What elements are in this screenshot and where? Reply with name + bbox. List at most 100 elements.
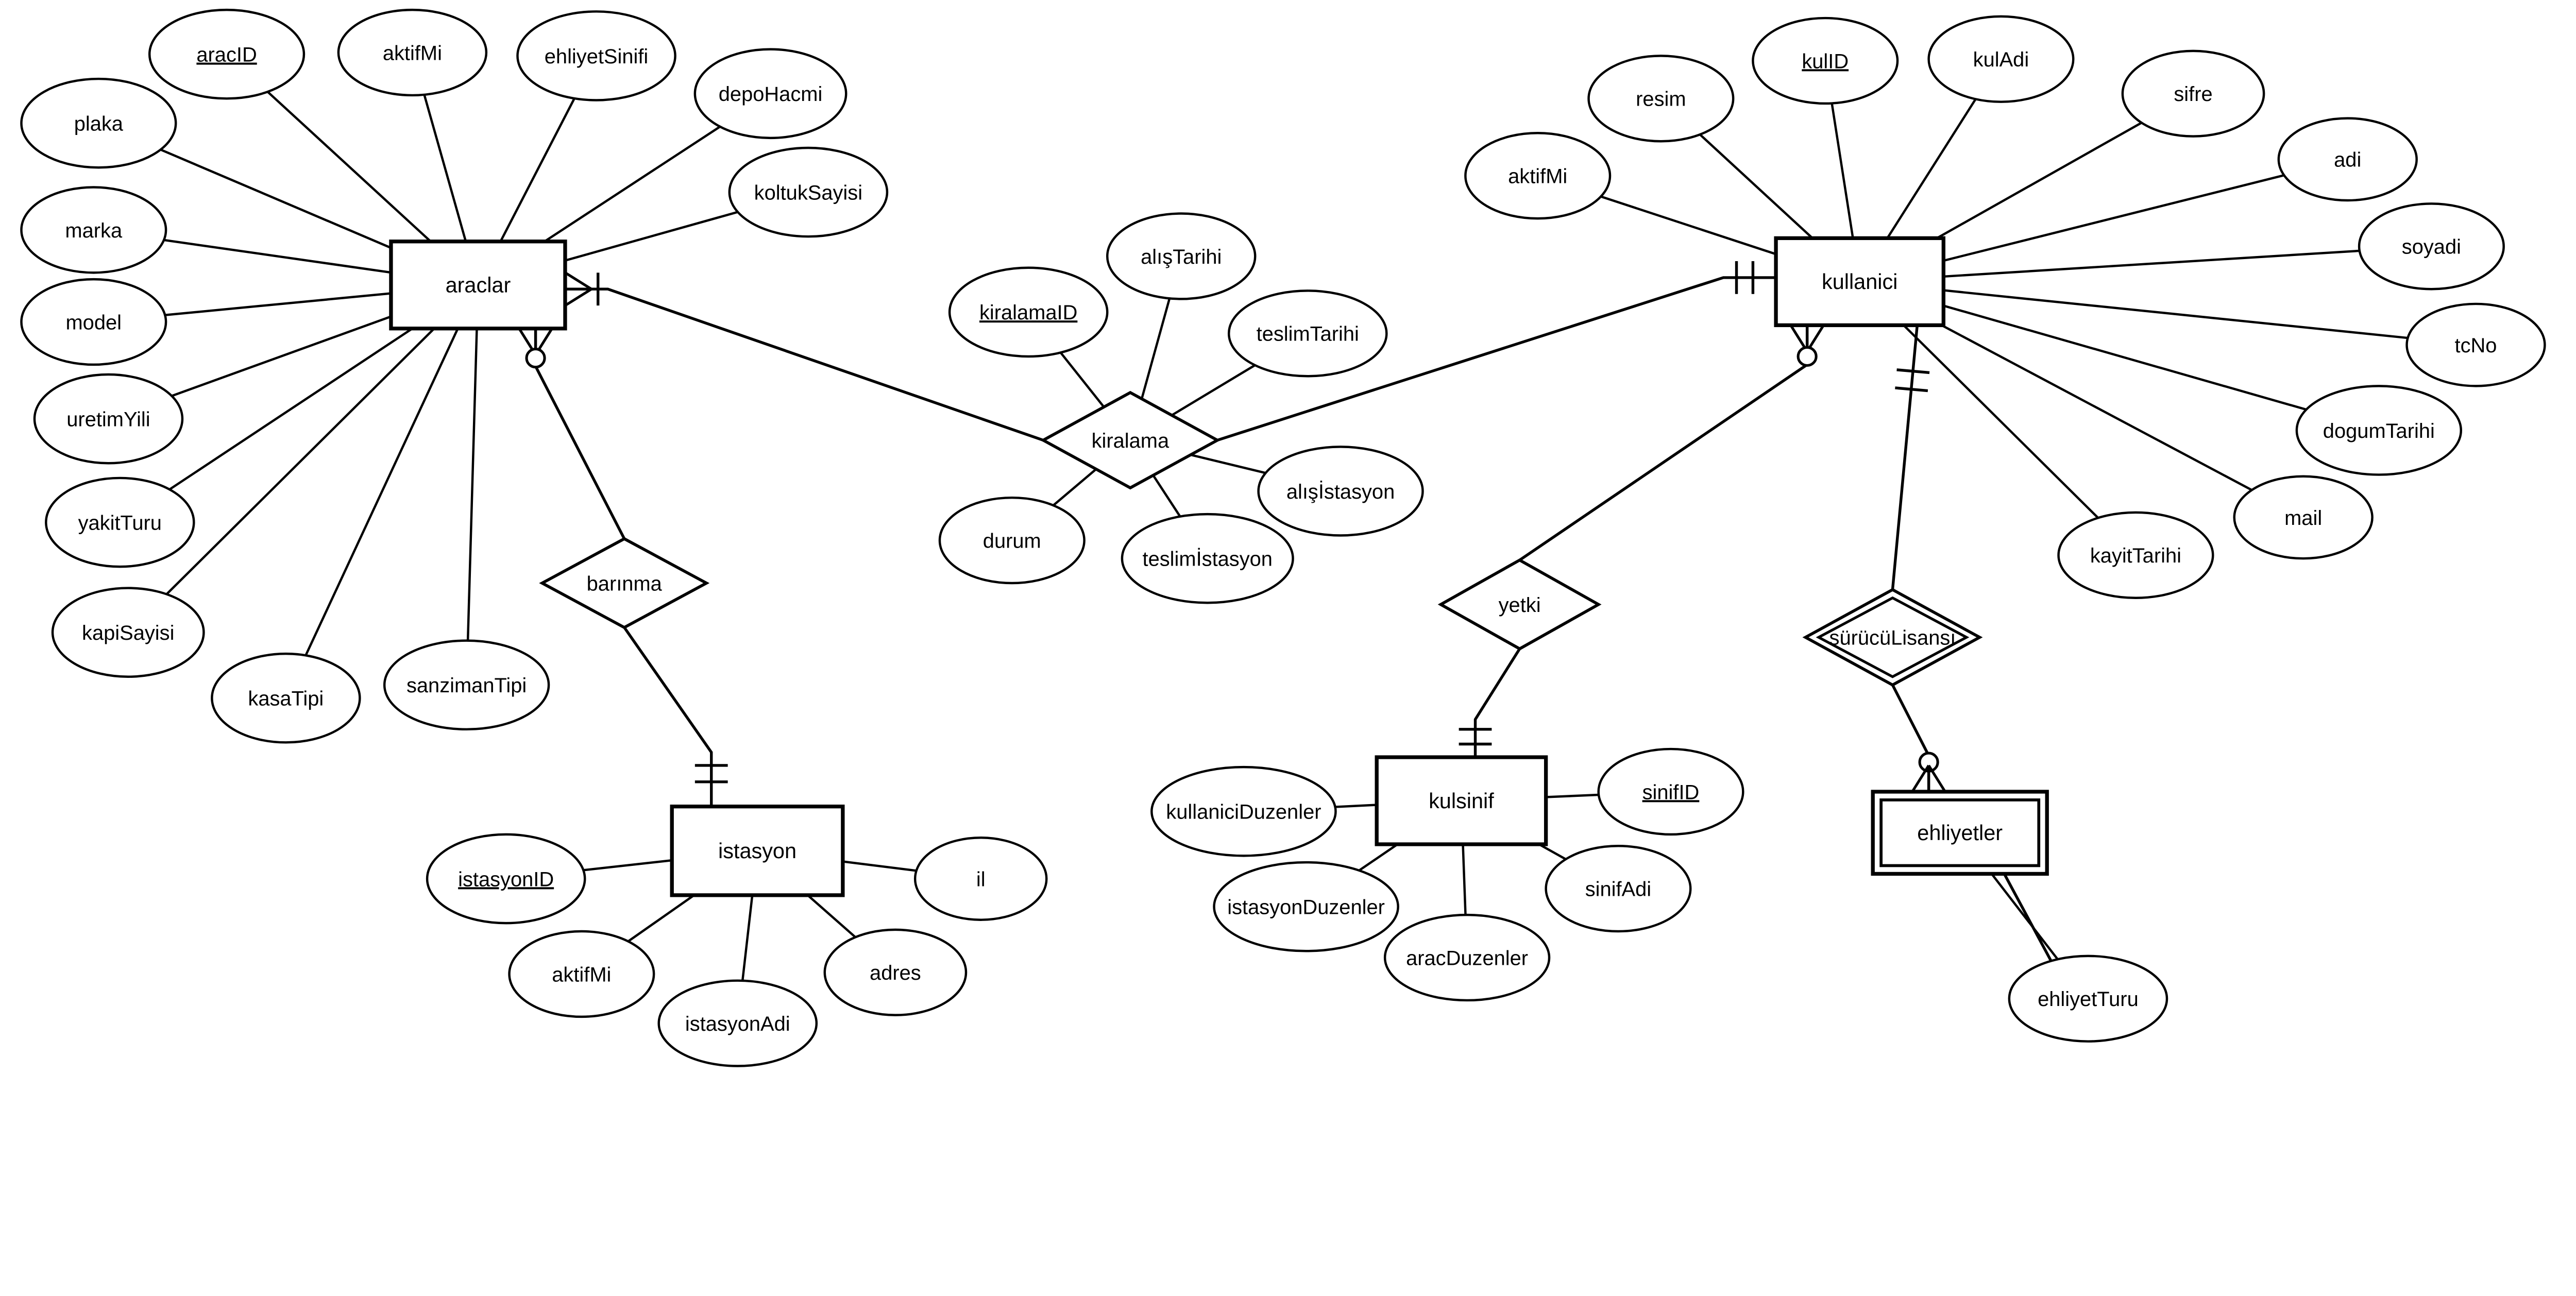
- relationship-yetki: yetki: [1437, 558, 1602, 651]
- attribute-ellipse: [2277, 117, 2418, 202]
- attribute-ellipse: [426, 833, 586, 925]
- crow-prong: [1911, 764, 1930, 793]
- relationship-label: sürücüLisansı: [1829, 627, 1956, 650]
- attribute-istasyonDuzenler: istasyonDuzenler: [1213, 861, 1399, 952]
- attribute-soyadi: soyadi: [2358, 202, 2505, 291]
- entity-label: kullanici: [1822, 269, 1897, 294]
- attribute-label: aktifMi: [383, 42, 442, 64]
- attribute-istasyonAdi: istasyonAdi: [657, 979, 818, 1067]
- connector-araclar-kapiSayisi: [127, 284, 479, 634]
- attribute-ellipse: [1106, 212, 1257, 300]
- attribute-ellipse: [20, 77, 177, 169]
- attribute-label-primary-key: aracID: [196, 44, 257, 66]
- crow-prong: [564, 271, 592, 291]
- attribute-ellipse: [1545, 844, 1692, 933]
- attribute-ellipse: [2233, 475, 2374, 560]
- attribute-ellipse: [20, 278, 167, 366]
- attribute-kasaTipi: kasaTipi: [211, 652, 361, 744]
- attribute-ellipse: [1383, 913, 1551, 1002]
- cardinality-crow-suruculisansi-ehliyetler: [1911, 764, 1946, 793]
- attribute-label: marka: [65, 219, 123, 242]
- attribute-ellipse: [2295, 385, 2463, 476]
- attribute-tcNo: tcNo: [2405, 302, 2546, 387]
- attribute-label: ehliyetTuru: [2038, 988, 2139, 1011]
- relationship-diamond: [1802, 588, 1983, 687]
- attribute-label: model: [66, 311, 122, 334]
- attribute-durum: durum: [938, 496, 1086, 585]
- attribute-label: dogumTarihi: [2323, 420, 2435, 442]
- entity-label: ehliyetler: [1917, 821, 2003, 845]
- attribute-ellipse: [1121, 513, 1294, 604]
- attribute-ellipse: [45, 476, 195, 568]
- attribute-label: yakitTuru: [78, 511, 162, 534]
- attribute-ellipse: [148, 8, 306, 100]
- edge-yetki-kulsinif: [1473, 648, 1521, 758]
- edge-barinma-istasyon: [623, 626, 713, 807]
- attribute-label: uretimYili: [66, 408, 150, 431]
- attribute-ellipse: [1257, 446, 1424, 537]
- er-diagram-canvas: kiralamabarınmayetkisürücüLisansıaraclar…: [20, 8, 2546, 1067]
- relationship-suruculisansi: sürücüLisansı: [1802, 588, 1983, 687]
- attribute-depoHacmi: depoHacmi: [693, 48, 848, 140]
- attribute-label: aktifMi: [552, 963, 611, 986]
- attribute-ellipse: [20, 186, 167, 274]
- attribute-ellipse: [2008, 954, 2168, 1043]
- attribute-label: soyadi: [2402, 236, 2461, 259]
- crow-prong: [564, 288, 592, 307]
- attribute-kulAdi: kulAdi: [1927, 15, 2075, 103]
- attribute-ellipse: [337, 8, 488, 97]
- attribute-ellipse: [938, 496, 1086, 585]
- attribute-label: teslimİstasyon: [1143, 548, 1273, 571]
- attribute-uretimYili: uretimYili: [33, 373, 184, 465]
- attribute-label: istasyonAdi: [685, 1013, 790, 1035]
- attribute-ellipse: [508, 930, 655, 1018]
- entity-label: araclar: [446, 273, 511, 297]
- attribute-label: adres: [870, 962, 921, 984]
- attribute-label: istasyonDuzenler: [1227, 896, 1385, 919]
- attribute-label-primary-key: kulID: [1802, 50, 1849, 73]
- relationship-diamond: [539, 537, 710, 629]
- attribute-label-primary-key: sinifID: [1642, 781, 1700, 804]
- relationship-diamond: [1437, 558, 1602, 651]
- connector-kullanici-soyadi: [1859, 245, 2432, 283]
- relationship-kiralama: kiralama: [1040, 390, 1221, 490]
- attribute-label: aktifMi: [1508, 165, 1567, 188]
- attribute-ehliyetTuru: ehliyetTuru: [2008, 954, 2168, 1043]
- connector-kullanici-tcNo: [1859, 280, 2476, 346]
- cardinality-circle-kullanici-yetki: [1797, 346, 1818, 367]
- attribute-ellipse: [823, 928, 968, 1016]
- attribute-adi: adi: [2277, 117, 2418, 202]
- attribute-label: sinifAdi: [1585, 878, 1651, 900]
- entity-box: [1375, 755, 1548, 846]
- diagram-nodes: kiralamabarınmayetkisürücüLisansıaraclar…: [20, 8, 2546, 1067]
- entity-kulsinif: kulsinif: [1375, 755, 1548, 846]
- attribute-ellipse: [2121, 49, 2265, 138]
- attribute-mail: mail: [2233, 475, 2374, 560]
- cardinality-tick-kullanici-suruculisansi: [1895, 386, 1928, 393]
- edge-kullanici-suruculisansi: [1891, 325, 1919, 590]
- attribute-label: ehliyetSinifi: [545, 45, 649, 68]
- connector-kullanici-kayitTarihi: [1859, 281, 2137, 556]
- attribute-alisIstasyon: alışİstasyon: [1257, 446, 1424, 537]
- attribute-label: kapiSayisi: [82, 622, 174, 644]
- attribute-resim: resim: [1587, 55, 1735, 143]
- entity-label: kulsinif: [1429, 789, 1494, 813]
- entity-box: [670, 805, 845, 897]
- attribute-label: koltukSayisi: [754, 181, 862, 204]
- attribute-sinifID: sinifID: [1597, 747, 1744, 836]
- attribute-ellipse: [2405, 302, 2546, 387]
- cardinality-tick-kullanici-suruculisansi: [1896, 368, 1930, 374]
- entity-label: istasyon: [718, 839, 796, 863]
- relationship-label: kiralama: [1092, 430, 1170, 452]
- attribute-ellipse: [1213, 861, 1399, 952]
- attribute-ellipse: [1597, 747, 1744, 836]
- attribute-label: depoHacmi: [719, 83, 823, 106]
- attribute-label: teslimTarihi: [1257, 323, 1359, 346]
- attribute-istasyonID: istasyonID: [426, 833, 586, 925]
- attribute-ellipse: [1927, 15, 2075, 103]
- attribute-kullaniciDuzenler: kullaniciDuzenler: [1150, 765, 1337, 857]
- attribute-kulID: kulID: [1752, 16, 1899, 105]
- attribute-aktifMi-istasyon: aktifMi: [508, 930, 655, 1018]
- attribute-ellipse: [211, 652, 361, 744]
